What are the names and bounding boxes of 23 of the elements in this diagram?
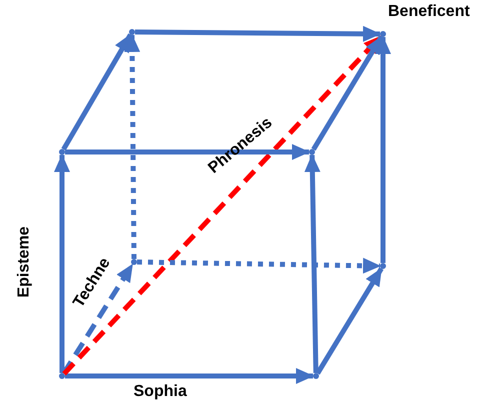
arrow <box>61 33 133 151</box>
arrow <box>54 154 70 373</box>
vertex-point <box>380 263 386 269</box>
dotted-arrow <box>136 258 381 274</box>
vertex-point <box>59 373 65 379</box>
vertex-point <box>313 373 319 379</box>
dashed-arrow <box>61 263 135 375</box>
vertex-point <box>59 149 65 155</box>
arrow <box>65 368 314 384</box>
edge-label: Sophia <box>134 383 187 401</box>
vertex-point <box>131 259 137 265</box>
edge-label: Episteme <box>15 226 34 298</box>
dashed-arrow <box>62 34 383 376</box>
arrow <box>311 35 384 151</box>
vertex-label: Beneficent <box>388 3 470 21</box>
vertex-point <box>129 29 135 35</box>
arrow <box>315 267 384 375</box>
arrow <box>375 36 391 263</box>
dotted-arrow <box>124 34 140 260</box>
arrow <box>65 144 310 160</box>
arrow <box>134 26 381 42</box>
vertex-point <box>309 149 315 155</box>
arrow <box>304 154 320 374</box>
